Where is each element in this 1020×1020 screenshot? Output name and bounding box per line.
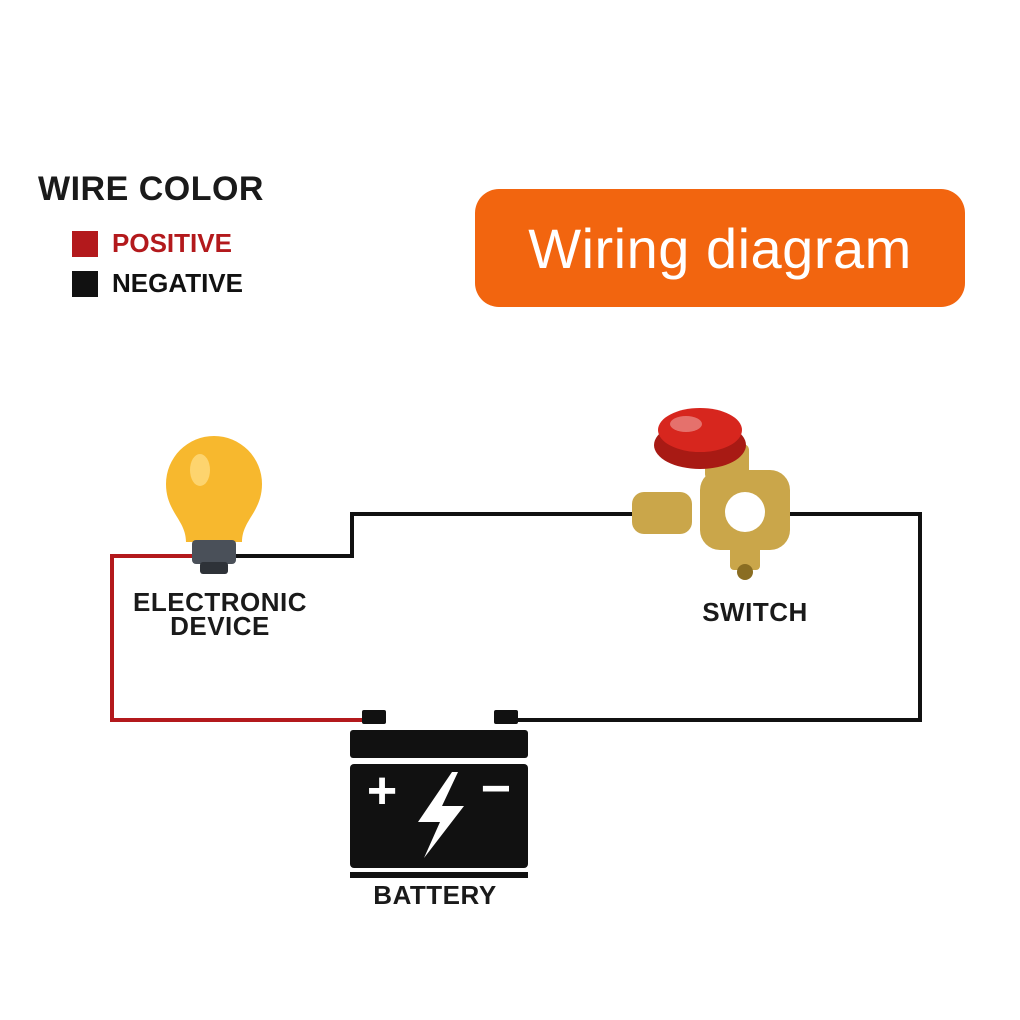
battery-icon: + − [350,710,528,878]
battery-disconnect-switch-icon [632,408,790,580]
device-label-line2: DEVICE [170,611,270,641]
switch-label: SWITCH [702,597,808,627]
wire-switch-to-battery [508,512,922,722]
negative-label: NEGATIVE [112,268,243,298]
light-bulb-icon [166,436,262,574]
legend-positive: POSITIVE [72,228,232,259]
device-label-line1: ELECTRONIC [133,587,307,617]
positive-label: POSITIVE [112,228,232,258]
battery-plus-sign: + [367,762,397,820]
page-title: Wiring diagram [528,216,912,280]
lightning-bolt-icon [418,772,464,858]
battery-label: BATTERY [373,880,497,910]
negative-wires [232,512,922,722]
negative-swatch [72,270,98,297]
legend-negative: NEGATIVE [72,268,243,299]
battery-minus-sign: − [481,760,511,818]
wire-battery-to-device [110,554,370,722]
positive-swatch [72,230,98,257]
legend-title: WIRE COLOR [38,170,264,208]
title-badge: Wiring diagram [475,189,965,307]
electronic-device-label: ELECTRONIC DEVICE [120,587,320,641]
wire-device-to-switch [232,512,640,558]
